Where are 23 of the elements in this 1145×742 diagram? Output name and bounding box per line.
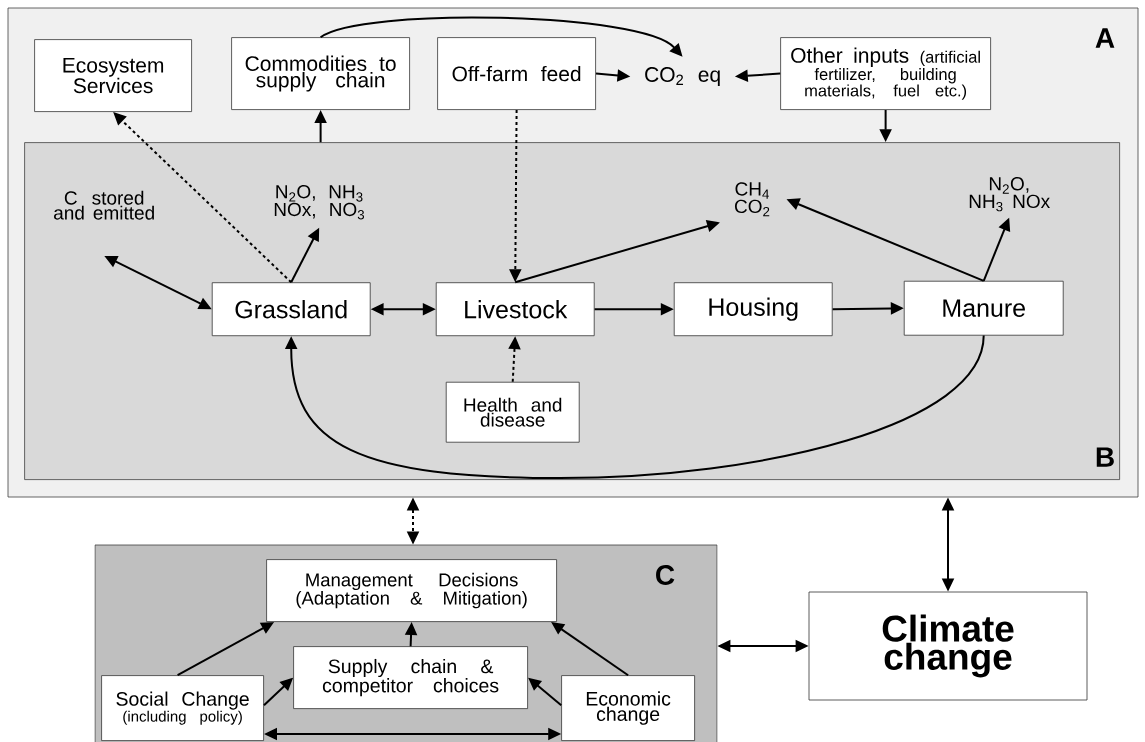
gas-label: CH$_{4}$ CO$_{2}$ [734,182,770,217]
box: Other inputs (artificial fertilizer, building materials, fuel etc.) [780,37,991,110]
box: Housing [673,282,833,337]
box: Economic change [561,675,695,741]
box: Management Decisions (Adaptation & Mitigation) [266,559,557,622]
box: Social Change (including policy) [101,675,264,741]
arrow [284,334,985,479]
arrow [319,16,683,57]
gas-label: N$_{2}$O, NH$_{3}$ NOx [969,177,1050,212]
box: Manure [903,280,1064,336]
box: Off-farm feed [437,37,596,110]
gas-label: N$_{2}$O, NH$_{3}$ NOx, NO$_{3}$ [274,184,365,220]
box: Livestock [435,282,595,337]
arrow [113,112,293,284]
box: Ecosystem Services [34,39,192,112]
gas-label: CO$_{2}$ eq [645,67,720,87]
climate-box: Climate change [808,591,1088,701]
box: Grassland [211,282,371,337]
text-label: C stored and emitted [54,190,154,220]
arrow [551,622,630,677]
box: Health and disease [445,381,580,443]
box: Commodities to supply chain [231,37,410,110]
box: Supply chain & competitor choices [293,646,528,709]
